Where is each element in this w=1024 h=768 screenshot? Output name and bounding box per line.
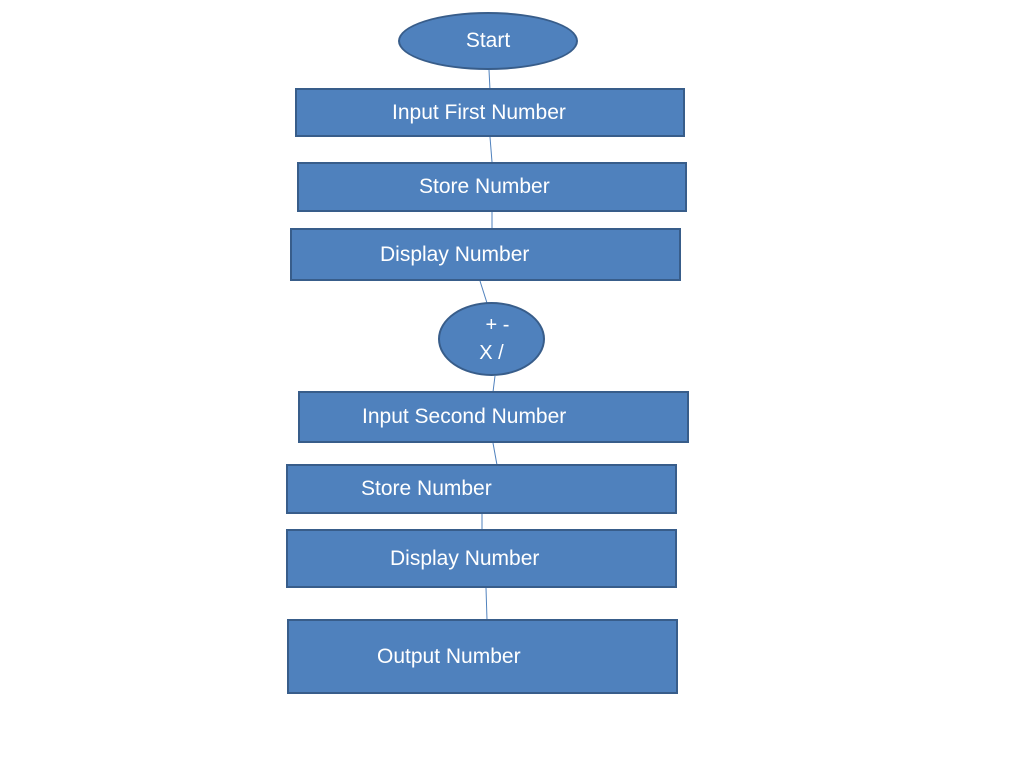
operator-line-2: X / [479,342,504,364]
display-first-number-label: Display Number [380,242,530,266]
input-first-number-label: Input First Number [392,100,566,124]
operator-line-1: + - [485,314,510,336]
input-first-number-box: Input First Number [295,88,685,137]
display-second-number-box: Display Number [286,529,677,588]
input-second-number-box: Input Second Number [298,391,689,443]
store-second-number-box: Store Number [286,464,677,514]
connector-input-second-to-store [492,442,498,466]
output-number-box: Output Number [287,619,678,694]
store-first-number-label: Store Number [419,175,550,198]
store-first-number-box: Store Number [297,162,687,212]
display-second-number-label: Display Number [390,546,540,570]
input-second-number-label: Input Second Number [362,405,567,428]
connector-display-to-output [485,587,488,621]
connector-operator-to-input-second [492,375,496,393]
connector-input-first-to-store [489,136,493,163]
start-label: Start [465,29,511,52]
output-number-label: Output Number [377,644,521,668]
display-first-number-box: Display Number [290,228,681,281]
store-second-number-label: Store Number [361,477,492,500]
operator-node: + - X / [438,302,545,376]
connector-display-to-operator [479,280,488,304]
connector-start-to-input-first [488,69,491,91]
start-node: Start [398,12,578,70]
